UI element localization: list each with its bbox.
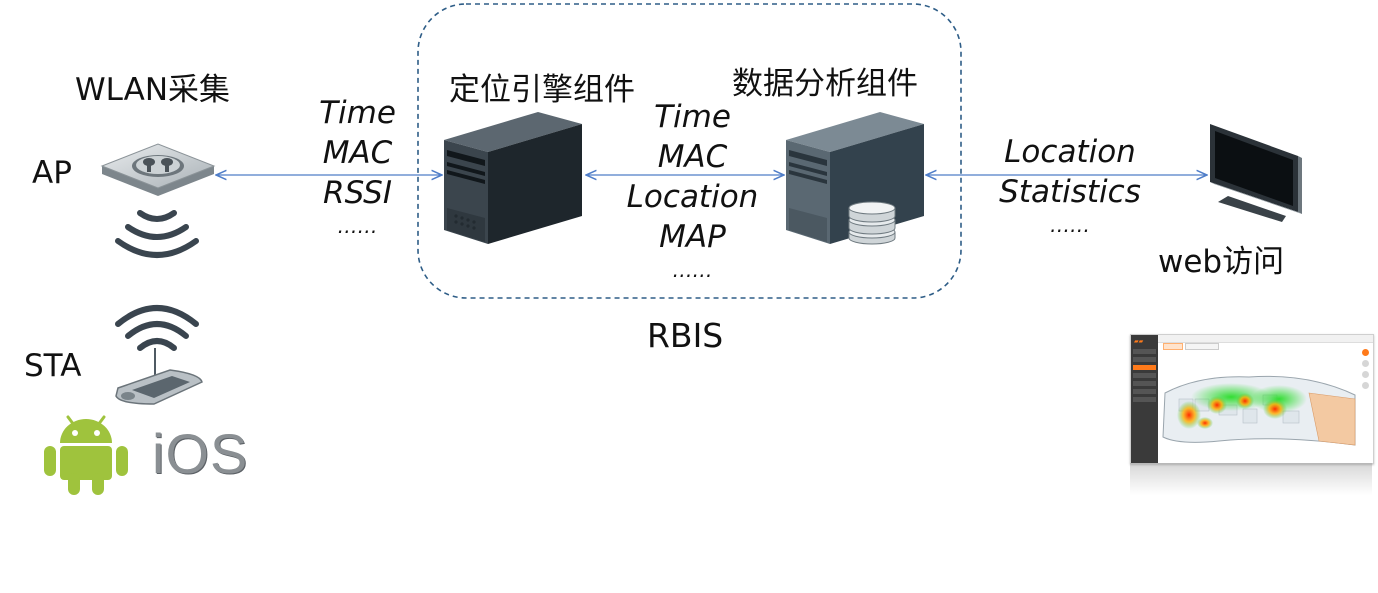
field-rssi: RSSI xyxy=(323,175,392,211)
field-mac: MAC xyxy=(322,135,393,171)
thumb-nav-item xyxy=(1133,373,1156,378)
web-access-label: web访问 xyxy=(1158,244,1285,280)
field-time: Time xyxy=(654,99,731,135)
thumb-topbar xyxy=(1158,335,1373,343)
rbis-title: RBIS xyxy=(647,316,724,355)
thumb-tab xyxy=(1185,343,1219,350)
sta-wifi-signal-icon xyxy=(115,305,199,351)
thumbnail-reflection xyxy=(1130,463,1372,495)
field-location: Location xyxy=(1004,134,1136,170)
thumb-nav-item xyxy=(1133,389,1156,394)
field-mac: MAC xyxy=(657,139,728,175)
thumb-control-icon xyxy=(1362,349,1369,356)
server-icon xyxy=(786,112,924,244)
server-icon xyxy=(444,112,582,244)
thumb-control-icon xyxy=(1362,371,1369,378)
thumb-control-icon xyxy=(1362,382,1369,389)
field-more: …… xyxy=(1050,213,1090,237)
ios-logo: iOS xyxy=(152,422,249,485)
thumb-control-icon xyxy=(1362,360,1369,367)
sta-label: STA xyxy=(24,348,82,384)
thumb-tab xyxy=(1163,343,1183,350)
field-more: …… xyxy=(337,214,378,238)
thumb-nav-item xyxy=(1133,381,1156,386)
ap-label: AP xyxy=(32,155,72,191)
heatmap-floorplan xyxy=(1162,375,1356,446)
thumb-nav-item xyxy=(1133,357,1156,362)
thumb-nav-item xyxy=(1133,397,1156,402)
thumb-nav-item xyxy=(1133,349,1156,354)
monitor-icon xyxy=(1210,124,1302,222)
heatmap-screenshot: ▰▰ xyxy=(1130,334,1374,464)
field-more: …… xyxy=(672,258,713,282)
field-time: Time xyxy=(319,95,396,131)
ap-engine-fields: Time MAC RSSI …… xyxy=(300,93,415,239)
analysis-web-fields: Location Statistics …… xyxy=(995,132,1145,238)
analysis-title: 数据分析组件 xyxy=(732,66,918,102)
thumb-nav-item xyxy=(1133,365,1156,370)
android-icon xyxy=(44,415,128,495)
field-statistics: Statistics xyxy=(999,174,1141,210)
thumb-logo-icon: ▰▰ xyxy=(1134,338,1144,345)
database-icon xyxy=(848,201,896,245)
access-point-icon xyxy=(100,143,216,196)
wlan-title: WLAN采集 xyxy=(75,72,231,108)
engine-analysis-fields: Time MAC Location MAP …… xyxy=(620,97,765,283)
field-map: MAP xyxy=(659,219,726,255)
wifi-signal-icon xyxy=(115,210,199,258)
field-location: Location xyxy=(626,179,759,215)
engine-title: 定位引擎组件 xyxy=(449,72,635,108)
mobile-device-icon xyxy=(115,348,203,405)
